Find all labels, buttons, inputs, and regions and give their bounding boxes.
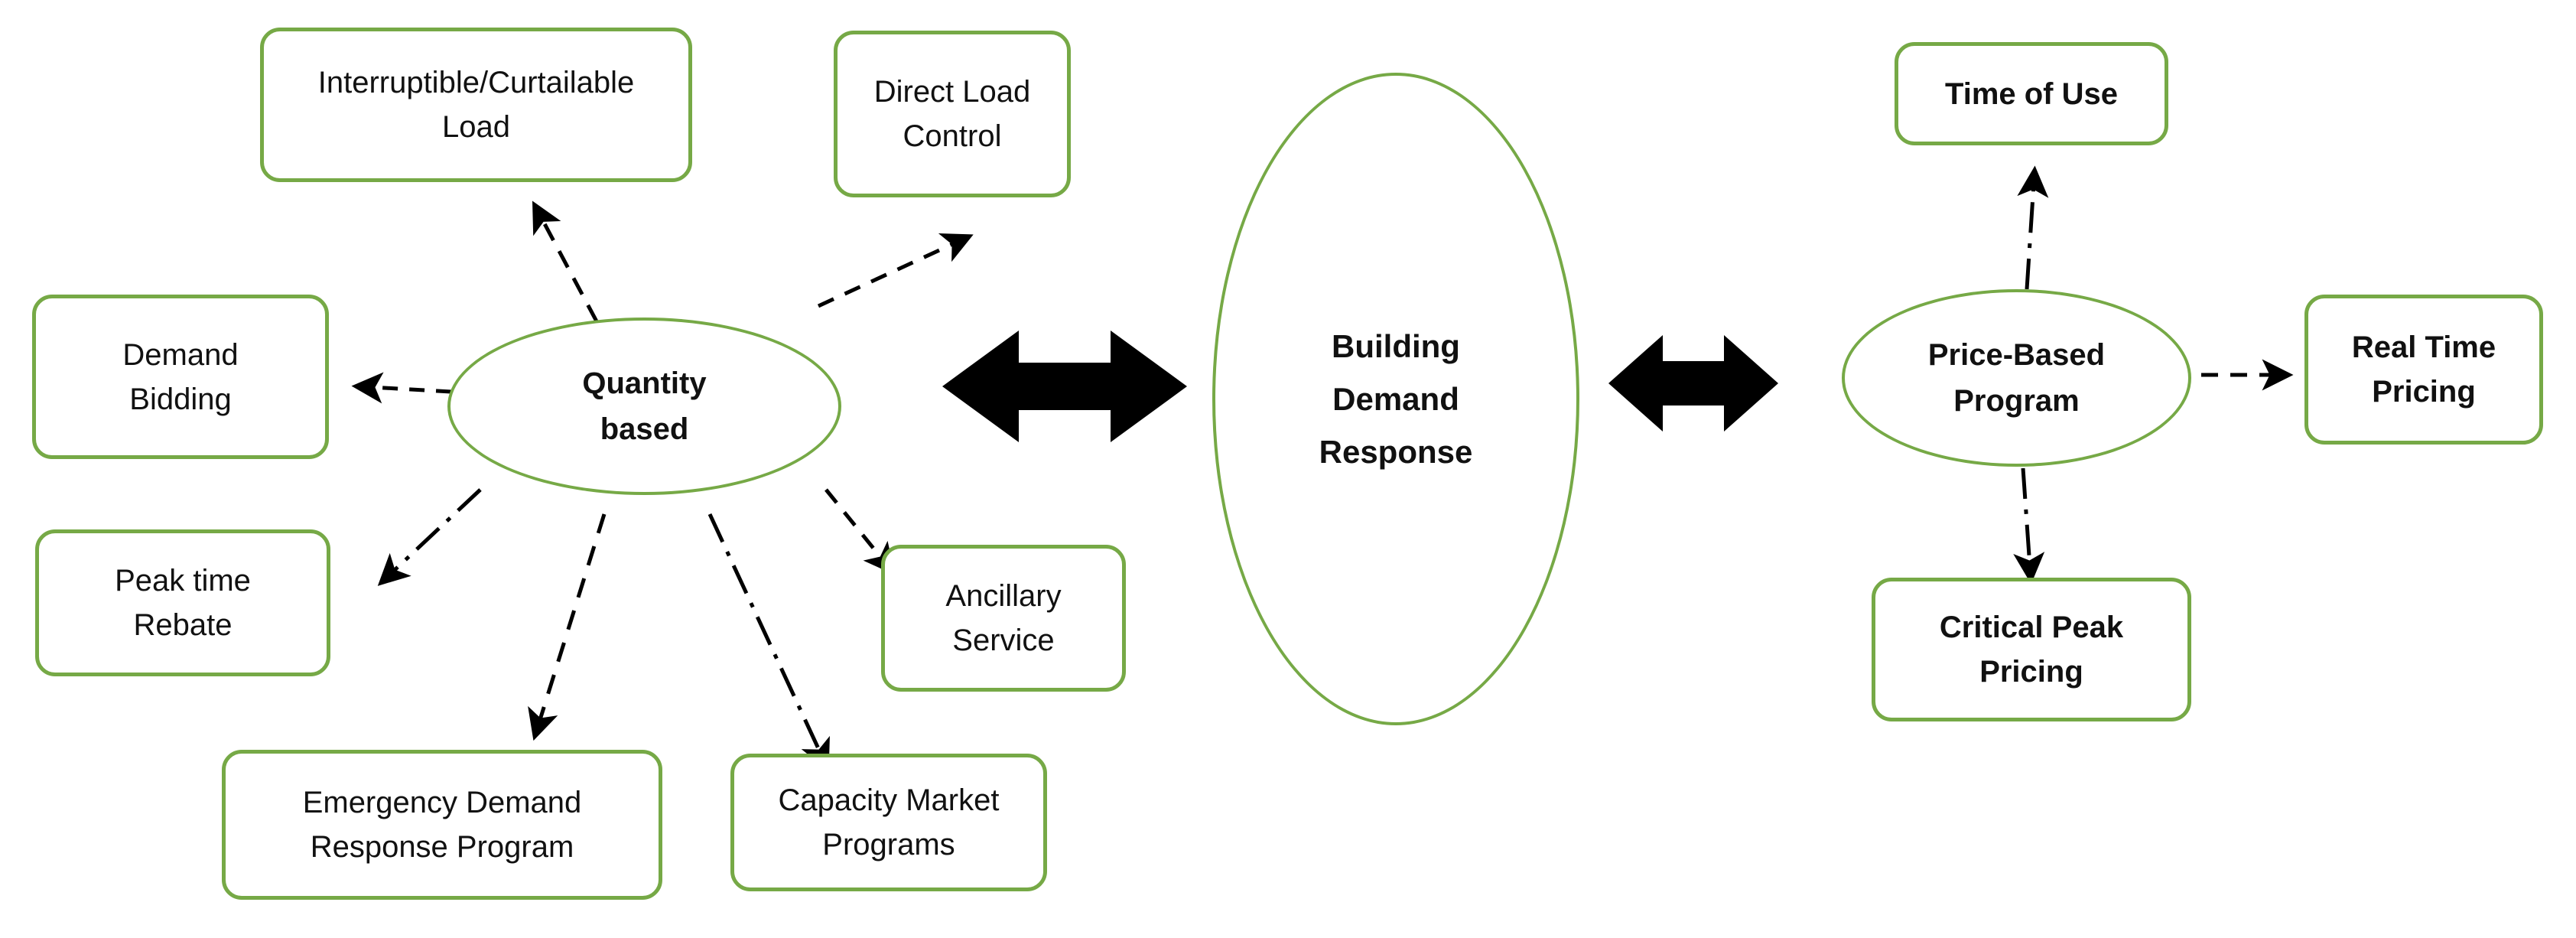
node-quantity-based-hub[interactable]: Quantity based — [447, 318, 841, 495]
node-demand-bidding[interactable]: Demand Bidding — [32, 295, 329, 459]
node-time-of-use[interactable]: Time of Use — [1895, 42, 2168, 145]
thick-double-arrow-left — [942, 331, 1187, 442]
node-critical-peak-pricing[interactable]: Critical Peak Pricing — [1872, 578, 2191, 721]
connector-quantity-to-peak-time-rebate — [377, 488, 482, 586]
thick-double-arrow-right — [1608, 335, 1778, 432]
connector-quantity-to-capacity-market-programs — [707, 513, 830, 771]
price-based-program-label: Price-Based Program — [1927, 338, 2106, 418]
node-capacity-market-programs[interactable]: Capacity Market Programs — [730, 754, 1047, 891]
building-demand-response-label: Building Demand Response — [1319, 327, 1473, 471]
connector-quantity-to-emergency-demand-response — [528, 513, 607, 741]
node-building-demand-response[interactable]: Building Demand Response — [1212, 73, 1579, 725]
connector-quantity-to-direct-load-control — [817, 233, 974, 308]
connector-price-based-to-critical-peak-pricing — [2013, 467, 2045, 585]
node-interruptible-curtailable-load[interactable]: Interruptible/Curtailable Load — [260, 28, 692, 182]
node-peak-time-rebate[interactable]: Peak time Rebate — [35, 529, 330, 676]
connector-quantity-to-demand-bidding — [351, 372, 452, 404]
quantity-based-label: Quantity based — [582, 366, 707, 446]
connector-price-based-to-time-of-use — [2017, 165, 2049, 290]
connector-quantity-to-interruptible — [532, 200, 599, 323]
node-real-time-pricing[interactable]: Real Time Pricing — [2304, 295, 2543, 445]
node-direct-load-control[interactable]: Direct Load Control — [834, 31, 1071, 197]
node-ancillary-service[interactable]: Ancillary Service — [881, 545, 1126, 692]
node-emergency-demand-response-program[interactable]: Emergency Demand Response Program — [222, 750, 662, 900]
node-price-based-program-hub[interactable]: Price-Based Program — [1842, 289, 2191, 467]
